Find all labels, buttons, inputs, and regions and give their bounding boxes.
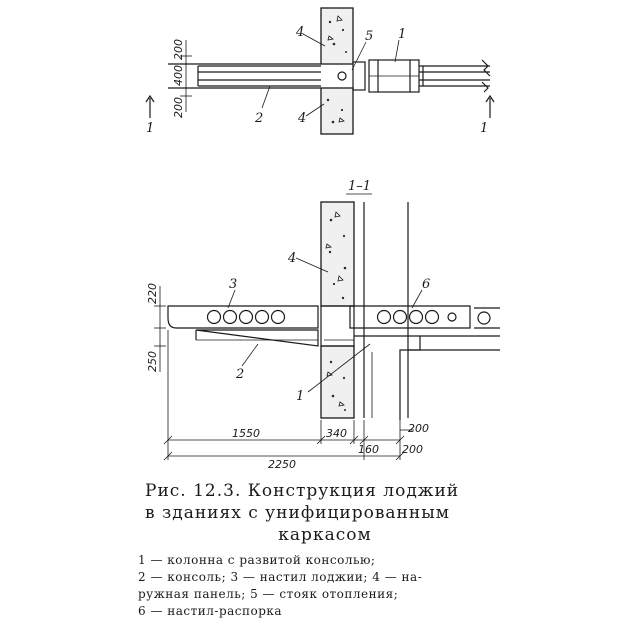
panel-texture-section [325, 211, 347, 411]
plan-label-column: 1 [398, 27, 406, 42]
section-dim-200-top: 200 [408, 422, 429, 435]
section-label-spacer-slab: 6 [422, 277, 430, 292]
plan-label-riser: 5 [365, 29, 373, 44]
plan-view [145, 7, 495, 135]
plan-dim-400: 400 [172, 65, 185, 86]
caption-line-2: в зданиях с унифицированным [145, 503, 450, 523]
figure-caption: Рис. 12.3. Конструкция лоджий в зданиях … [145, 480, 505, 546]
construction-drawing: 4 5 1 2 4 1 1 200 400 200 1–1 [145, 7, 500, 470]
section-dim-340: 340 [326, 427, 347, 440]
section-outer-panel-lower [320, 345, 355, 419]
plan-dim-200-bottom: 200 [172, 97, 185, 118]
console-shape [195, 329, 319, 347]
section-dim-160: 160 [358, 443, 379, 456]
section-dim-250: 250 [146, 351, 159, 372]
legend-line-2: 2 — консоль; 3 — настил лоджии; 4 — на- [138, 570, 423, 584]
outer-panel-top [320, 7, 354, 65]
legend-line-1: 1 — колонна с развитой консолью; [138, 553, 376, 567]
section-mark-left: 1 [146, 121, 154, 136]
caption-line-3: каркасом [278, 525, 372, 545]
loggia-slab [167, 305, 319, 329]
plan-label-outer-panel-top: 4 [295, 25, 304, 40]
section-label-console: 2 [235, 367, 244, 382]
plan-dim-200-top: 200 [172, 39, 185, 60]
section-label-outer-panel: 4 [287, 251, 296, 266]
section-view [154, 201, 500, 461]
section-label-column: 1 [296, 389, 304, 404]
section-label-loggia-slab: 3 [229, 277, 237, 292]
riser-symbol [337, 71, 347, 81]
section-dim-1550: 1550 [232, 427, 260, 440]
caption-line-1: Рис. 12.3. Конструкция лоджий [145, 481, 460, 501]
section-mark-right: 1 [480, 121, 488, 136]
slab-voids-right [376, 309, 457, 325]
section-dim-220: 220 [146, 283, 159, 304]
legend-line-3: ружная панель; 5 — стояк отопления; [138, 587, 399, 601]
section-title: 1–1 [348, 179, 371, 194]
figure-legend: 1 — колонна с развитой консолью; 2 — кон… [138, 552, 500, 620]
spacer-slab [349, 305, 471, 329]
legend-line-4: 6 — настил-распорка [138, 604, 283, 618]
panel-texture-plan [326, 15, 347, 124]
section-outer-panel-upper [320, 201, 355, 307]
slab-voids-left [206, 309, 286, 325]
section-dim-2250: 2250 [268, 458, 296, 470]
outer-panel-bottom [320, 87, 354, 135]
section-dim-200-bottom: 200 [402, 443, 423, 456]
plan-label-console: 2 [254, 111, 263, 126]
plan-label-outer-panel-bottom: 4 [297, 111, 306, 126]
